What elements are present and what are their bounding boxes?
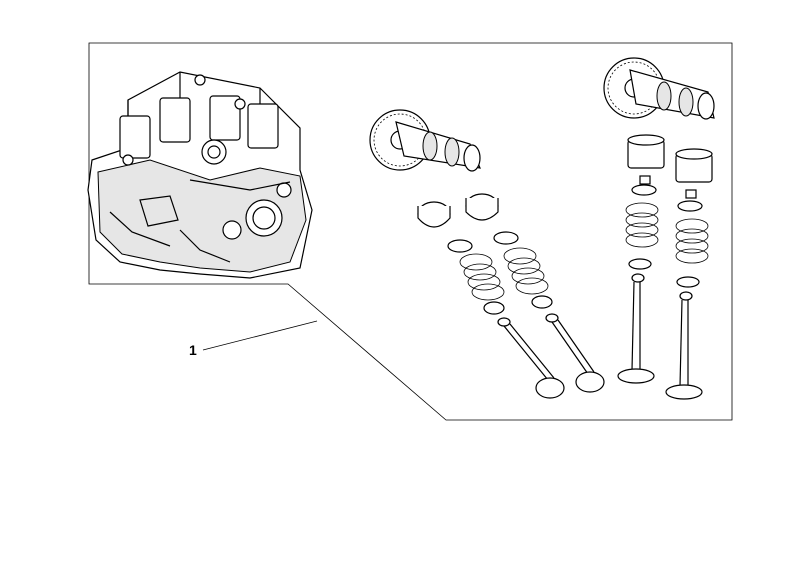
cylinder-head-icon (87, 71, 313, 279)
valve-assembly-icon (665, 148, 713, 400)
part-group-outline (88, 42, 733, 421)
valve-assembly-icon (417, 201, 565, 399)
valve-assembly-icon (617, 134, 665, 384)
valve-assembly-icon (465, 193, 605, 393)
callout-label: 1 (189, 342, 197, 358)
callout-leader-line (202, 320, 318, 351)
camshaft-icon (369, 109, 481, 172)
camshaft-icon (603, 57, 715, 120)
